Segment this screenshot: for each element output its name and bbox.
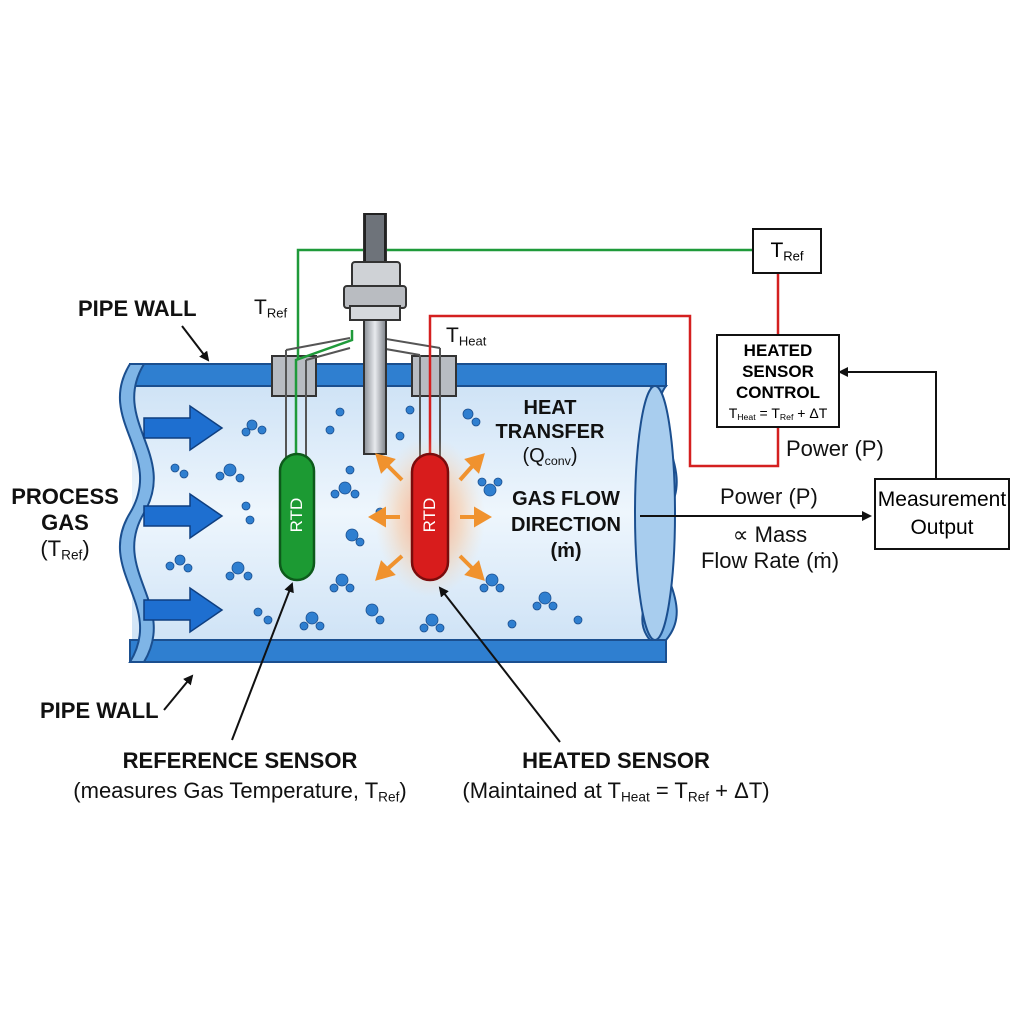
probe-fitting [343,285,407,309]
process-gas-label: PROCESS GAS (TRef) [11,484,119,563]
t-heat-probe-label: THeat [446,324,487,349]
heated-wire [428,274,780,468]
heated-rtd-label: RTD [420,497,439,533]
flange-left [271,355,317,397]
control-loop [838,367,937,478]
flow-arrow [143,492,224,540]
t-ref-probe-label: TRef [254,296,288,321]
heated-sensor-caption: HEATED SENSOR (Maintained at THeat = TRe… [462,748,770,805]
flow-arrows [143,404,224,634]
pipe-wall-bottom-band [129,639,667,663]
reference-rtd-sensor [278,452,316,582]
heated-sensor-control-box: HEATED SENSOR CONTROL THeat = TRef + ΔT [716,334,840,428]
power-p-upper-label: Power (P) [786,436,884,461]
heated-rtd-sensor [410,452,450,582]
t-ref-box: TRef [752,228,822,274]
probe-cap [364,213,386,265]
pipe-wall-top-band [129,363,667,387]
power-p-lower-label: Power (P) [720,484,818,509]
flange-right [411,355,457,397]
probe-collar [349,305,401,321]
heat-arrows [368,453,492,581]
measurement-output-box: Measurement Output [874,478,1010,550]
pipe-left-end [118,363,155,663]
heat-transfer-label: HEAT TRANSFER (Qconv) [495,397,605,469]
flow-arrow [143,586,224,634]
mass-flow-proportional-label: ∝ Mass Flow Rate (ṁ) [700,522,840,573]
reference-rtd-label: RTD [287,497,306,533]
reference-wire [294,248,752,455]
probe-nut [351,261,401,289]
flow-arrow [143,404,224,452]
pipe-right-opening [634,385,676,641]
gas-molecules [165,405,583,633]
pipe-wall-top-label: PIPE WALL [78,296,197,321]
pointer-arrows [163,325,872,743]
reference-sensor-caption: REFERENCE SENSOR (measures Gas Temperatu… [73,748,407,805]
gas-flow-direction-label: GAS FLOW DIRECTION (ṁ) [511,488,621,562]
pipe-wall-bottom-label: PIPE WALL [40,698,159,723]
